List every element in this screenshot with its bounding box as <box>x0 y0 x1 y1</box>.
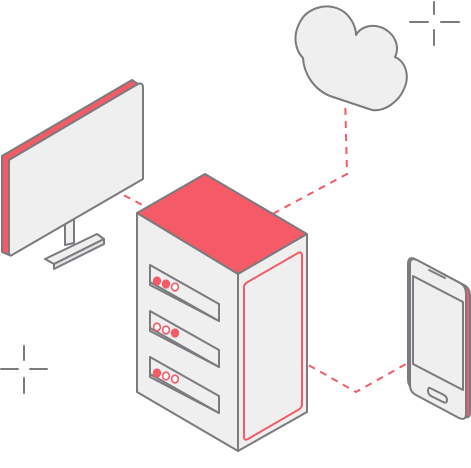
indicator-light-on <box>161 279 171 289</box>
drive-bay <box>149 264 220 322</box>
connection-cloud-server <box>264 94 349 219</box>
indicator-light-off <box>170 282 180 292</box>
cloud-icon <box>294 5 408 112</box>
indicator-light-on <box>170 328 180 338</box>
indicator-light-on <box>152 368 162 378</box>
phone-speaker <box>428 269 446 279</box>
desktop-monitor-icon <box>1 79 144 270</box>
drive-bay-face <box>149 264 220 322</box>
indicator-light-off <box>170 374 180 384</box>
phone-screen <box>412 275 464 391</box>
indicator-light-on <box>152 276 162 286</box>
smartphone-icon <box>407 257 471 420</box>
drive-bay-face <box>149 310 220 368</box>
server-side-panel <box>243 251 303 441</box>
sparkle-icon <box>0 345 48 394</box>
indicator-light-off <box>152 322 162 332</box>
drive-bay-face <box>149 356 220 414</box>
drive-bay <box>149 356 220 414</box>
server-rack-icon <box>136 173 308 452</box>
drive-bay <box>149 310 220 368</box>
server-drive-bays <box>149 264 220 414</box>
server-side <box>237 233 308 452</box>
monitor-screen <box>8 82 144 257</box>
indicator-light-off <box>161 371 171 381</box>
sparkle-icon <box>409 1 460 46</box>
indicator-light-off <box>161 325 171 335</box>
phone-home-button <box>427 386 448 404</box>
